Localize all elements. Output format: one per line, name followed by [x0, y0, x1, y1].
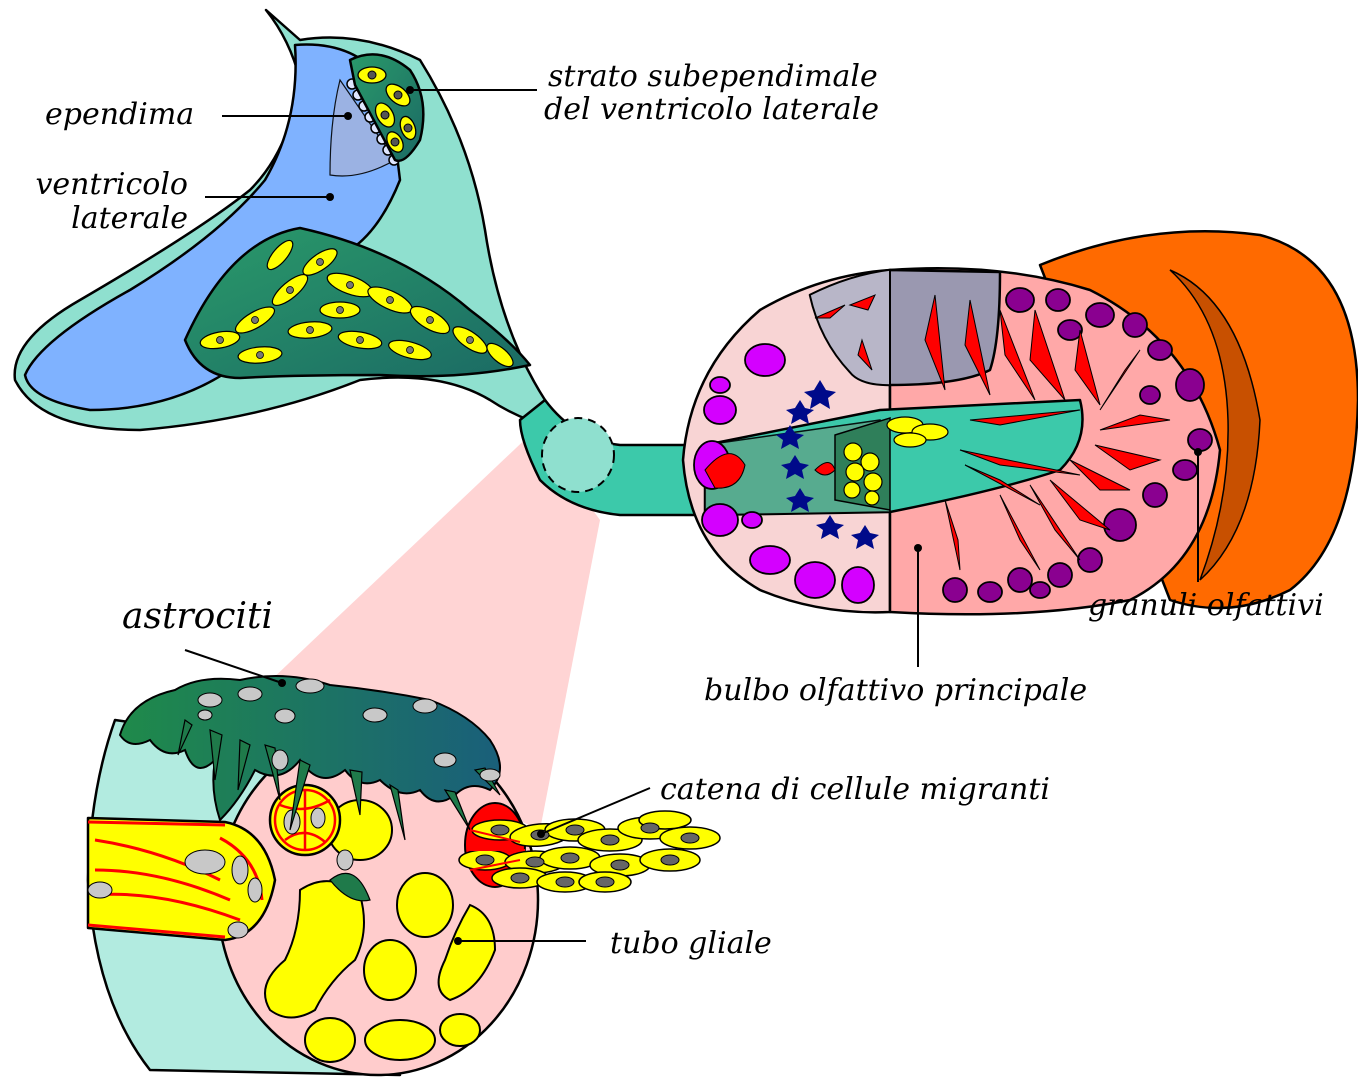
olfactory-bulb [683, 231, 1358, 614]
label-strato-line2: del ventricolo laterale [544, 92, 879, 127]
migrating-chain [459, 811, 720, 892]
label-catena: catena di cellule migranti [660, 772, 1050, 807]
blood-vessel [88, 818, 275, 940]
label-tubo: tubo gliale [610, 926, 772, 961]
label-strato-line1: strato subependimale [548, 59, 878, 94]
label-ependima: ependima [45, 97, 194, 132]
glial-tube-zoom [88, 676, 720, 1075]
label-bulbo: bulbo olfattivo principale [704, 673, 1087, 708]
label-astrociti: astrociti [122, 596, 273, 637]
label-ventricolo-line1: ventricolo [35, 167, 188, 202]
label-ventricolo-line2: laterale [71, 201, 188, 236]
stream-zoom-circle [542, 418, 614, 492]
label-granuli: granuli olfattivi [1088, 588, 1324, 623]
